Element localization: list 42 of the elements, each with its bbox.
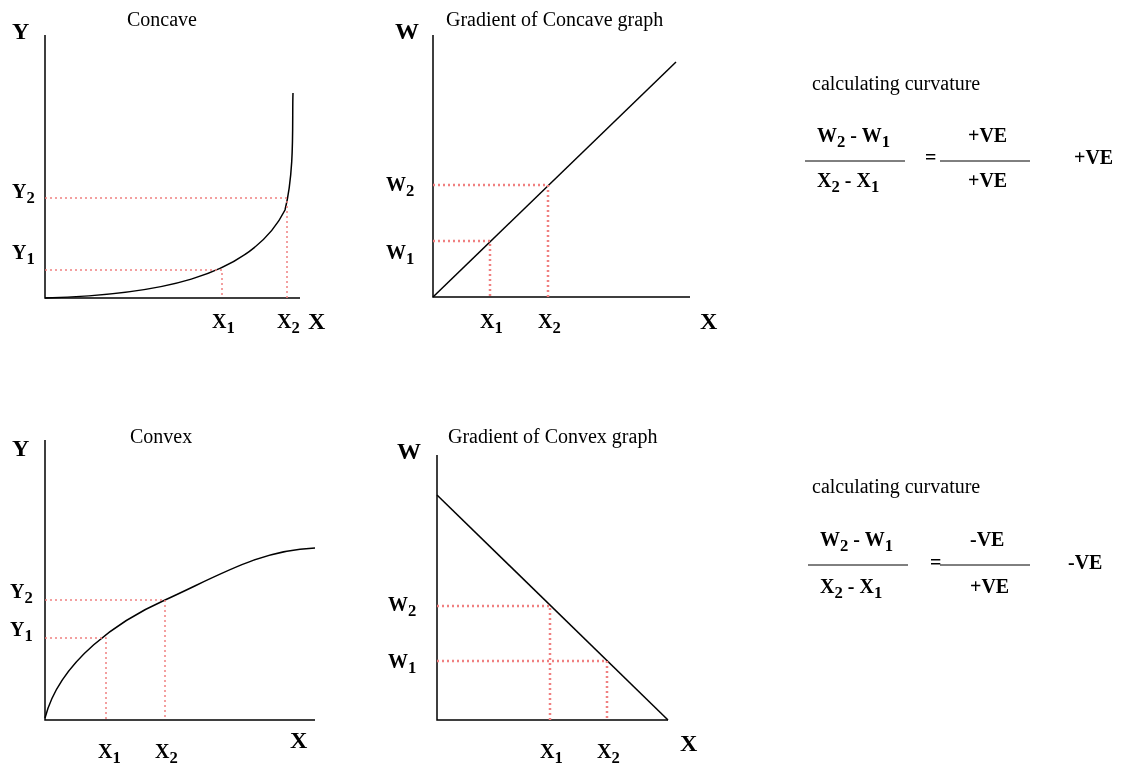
tick-label: X$_{2}$ <box>597 740 620 768</box>
formula-text: W$_{2}$ - W$_{1}$ <box>820 528 893 556</box>
formula-caption: calculating curvature <box>812 475 981 497</box>
tick-label: X$_{1}$ <box>98 740 121 768</box>
formula-text: +VE <box>968 169 1008 191</box>
formula-text: = <box>925 146 937 168</box>
chart-title: Gradient of Concave graph <box>446 8 664 30</box>
axis-label: Y <box>12 18 30 45</box>
tick-label: W$_{2}$ <box>388 593 417 621</box>
axis-label: X <box>290 727 308 754</box>
tick-label: Y$_{1}$ <box>10 618 33 646</box>
axis-label: W <box>397 438 421 465</box>
tick-label: W$_{2}$ <box>386 173 415 201</box>
formula-caption: calculating curvature <box>812 72 981 94</box>
chart-title: Concave <box>127 8 197 30</box>
tick-label: X$_{1}$ <box>480 310 503 338</box>
tick-label: Y$_{1}$ <box>12 241 35 269</box>
axis-label: X <box>308 308 326 335</box>
formula-text: +VE <box>968 124 1008 146</box>
tick-label: W$_{1}$ <box>386 241 415 269</box>
axis-label: Y <box>12 435 30 462</box>
axis-label: X <box>700 308 718 335</box>
chart-title: Convex <box>130 425 193 447</box>
axis-label: W <box>395 18 419 45</box>
tick-label: X$_{2}$ <box>277 310 300 338</box>
tick-label: W$_{1}$ <box>388 650 417 678</box>
tick-label: X$_{2}$ <box>538 310 561 338</box>
formula-text: X$_{2}$ - X$_{1}$ <box>817 169 880 197</box>
tick-label: X$_{2}$ <box>155 740 178 768</box>
chart-title: Gradient of Convex graph <box>448 425 658 447</box>
tick-label: X$_{1}$ <box>540 740 563 768</box>
tick-label: Y$_{2}$ <box>12 180 35 208</box>
formula-text: +VE <box>970 575 1010 597</box>
formula-text: X$_{2}$ - X$_{1}$ <box>820 575 883 603</box>
formula-text: W$_{2}$ - W$_{1}$ <box>817 124 890 152</box>
tick-label: Y$_{2}$ <box>10 580 33 608</box>
formula-text: -VE <box>1068 551 1103 573</box>
formula-text: +VE <box>1074 146 1114 168</box>
axis-label: X <box>680 730 698 757</box>
tick-label: X$_{1}$ <box>212 310 235 338</box>
formula-text: -VE <box>970 528 1005 550</box>
formula-text: = <box>930 551 942 573</box>
